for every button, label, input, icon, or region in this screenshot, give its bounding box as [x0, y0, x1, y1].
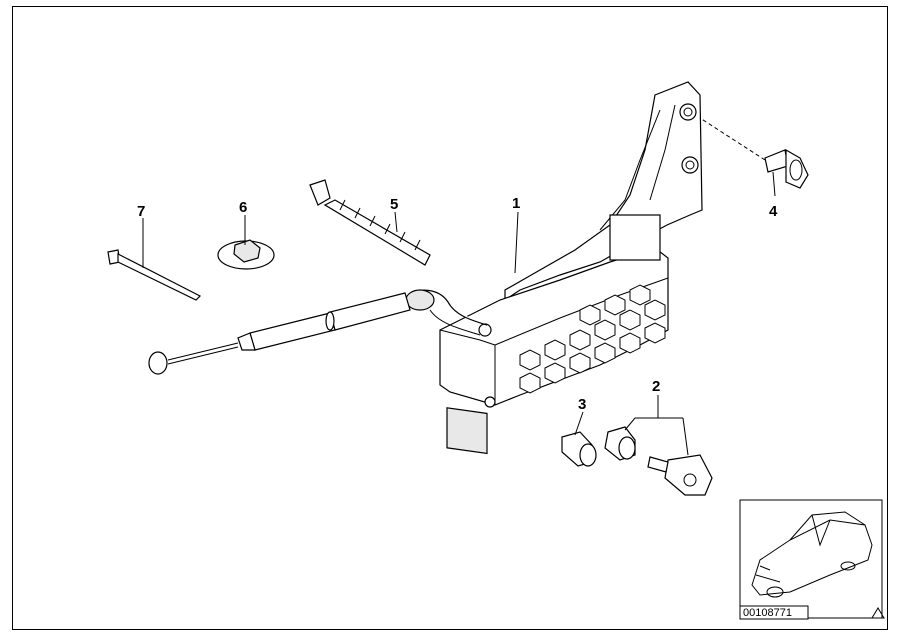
callout-3: 3	[578, 396, 586, 413]
diagram-frame	[12, 6, 888, 630]
reference-number-box: 00108771	[739, 605, 809, 620]
callout-labels: 1 2 3 4 5 6 7	[137, 195, 778, 413]
callout-1: 1	[512, 195, 520, 212]
callout-2: 2	[652, 378, 660, 395]
housing-grid	[519, 284, 666, 394]
callout-5: 5	[390, 196, 398, 213]
part-7-cable-tie[interactable]	[107, 249, 202, 301]
part-6-clip[interactable]	[217, 239, 275, 270]
release-cable[interactable]	[148, 289, 488, 375]
part-2-lock-cylinder-with-key[interactable]	[604, 426, 713, 496]
callout-6: 6	[239, 199, 247, 216]
reference-number: 00108771	[743, 607, 792, 619]
part-3-lock-cylinder[interactable]	[561, 431, 597, 467]
leader-lines	[142, 117, 776, 456]
callout-7: 7	[137, 203, 145, 220]
car-thumbnail-icon	[739, 499, 883, 619]
part-4-bolt[interactable]	[764, 148, 809, 189]
callout-4: 4	[769, 203, 778, 220]
part-1-bracket[interactable]	[439, 81, 703, 455]
part-5-cable-holder[interactable]	[309, 179, 431, 266]
triangle-icon	[871, 607, 885, 619]
